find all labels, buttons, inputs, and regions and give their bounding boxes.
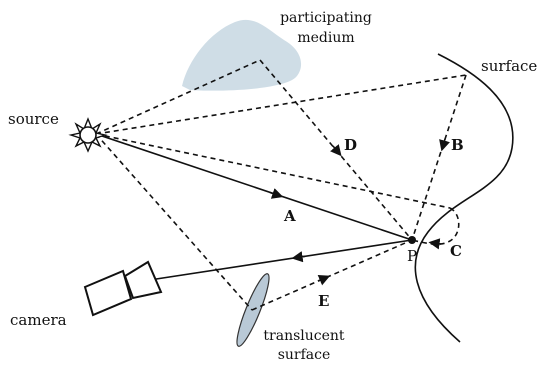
curved-surface [414,53,514,343]
path-E-label: E [318,292,329,310]
point-P-marker [408,236,416,244]
camera-label: camera [10,311,67,329]
source-sun-icon [68,117,108,153]
path-C-label: C [450,242,462,260]
ray-source-to-medium [95,59,261,135]
participating-medium-label-line1: participating [280,10,372,26]
participating-medium-label-line2: medium [297,30,354,46]
ray-source-to-loop [95,133,451,209]
path-A-line [95,133,413,241]
path-B-label: B [451,136,464,154]
point-P-label: P [407,247,417,265]
translucent-surface-label-line1: translucent [263,328,345,344]
path-C-loop [411,207,460,245]
ray-P-to-camera [129,239,413,284]
path-D-arrow [330,144,342,157]
path-B-arrow [439,138,450,152]
path-E-arrow [317,275,331,286]
camera-ray-arrow [291,251,306,263]
path-D-label: D [344,136,357,154]
ray-source-to-translucent [95,133,253,311]
path-E-line [251,239,413,311]
surface-label: surface [481,57,537,75]
translucent-surface-label-line2: surface [278,347,331,363]
path-A-arrow [269,188,284,199]
path-A-label: A [283,207,296,225]
path-B-line [411,74,467,241]
source-label: source [8,110,59,128]
participating-medium-shape [182,19,302,91]
path-C-arrow [428,238,442,250]
camera-icon [83,260,163,317]
